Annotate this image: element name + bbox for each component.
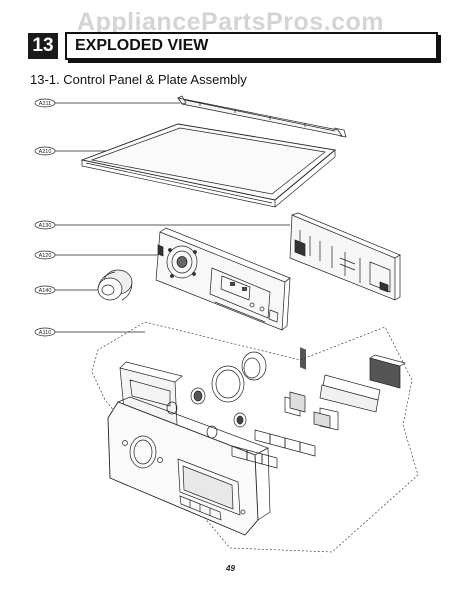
- callout-a110-label: A110: [39, 330, 51, 336]
- rail-part: [177, 95, 347, 138]
- callout-a211-label: A211: [39, 101, 51, 107]
- knob-part: [97, 269, 133, 301]
- callout-a140-label: A140: [39, 288, 52, 294]
- top-plate-part: [80, 123, 337, 208]
- callout-a210: [34, 146, 110, 156]
- callout-a130: [34, 220, 290, 230]
- control-panel-part: [107, 361, 271, 536]
- callout-a140: [34, 285, 98, 295]
- watermark: AppliancePartsPros.com: [77, 8, 384, 36]
- figure-subtitle: 13-1. Control Panel & Plate Assembly: [30, 72, 247, 87]
- control-frame-part: [155, 227, 291, 331]
- callout-a120: [34, 250, 168, 260]
- callout-a110: [34, 327, 145, 337]
- callout-a120-label: A120: [39, 253, 52, 259]
- chapter-number-badge: 13: [28, 33, 58, 59]
- callout-a210-label: A210: [39, 149, 52, 155]
- callout-a211: [34, 98, 180, 108]
- pcb-board-part: [289, 212, 401, 370]
- callout-a130-label: A130: [39, 223, 52, 229]
- page-number: 49: [226, 564, 235, 573]
- section-title: EXPLODED VIEW: [65, 32, 438, 60]
- small-parts-cluster: [166, 351, 406, 469]
